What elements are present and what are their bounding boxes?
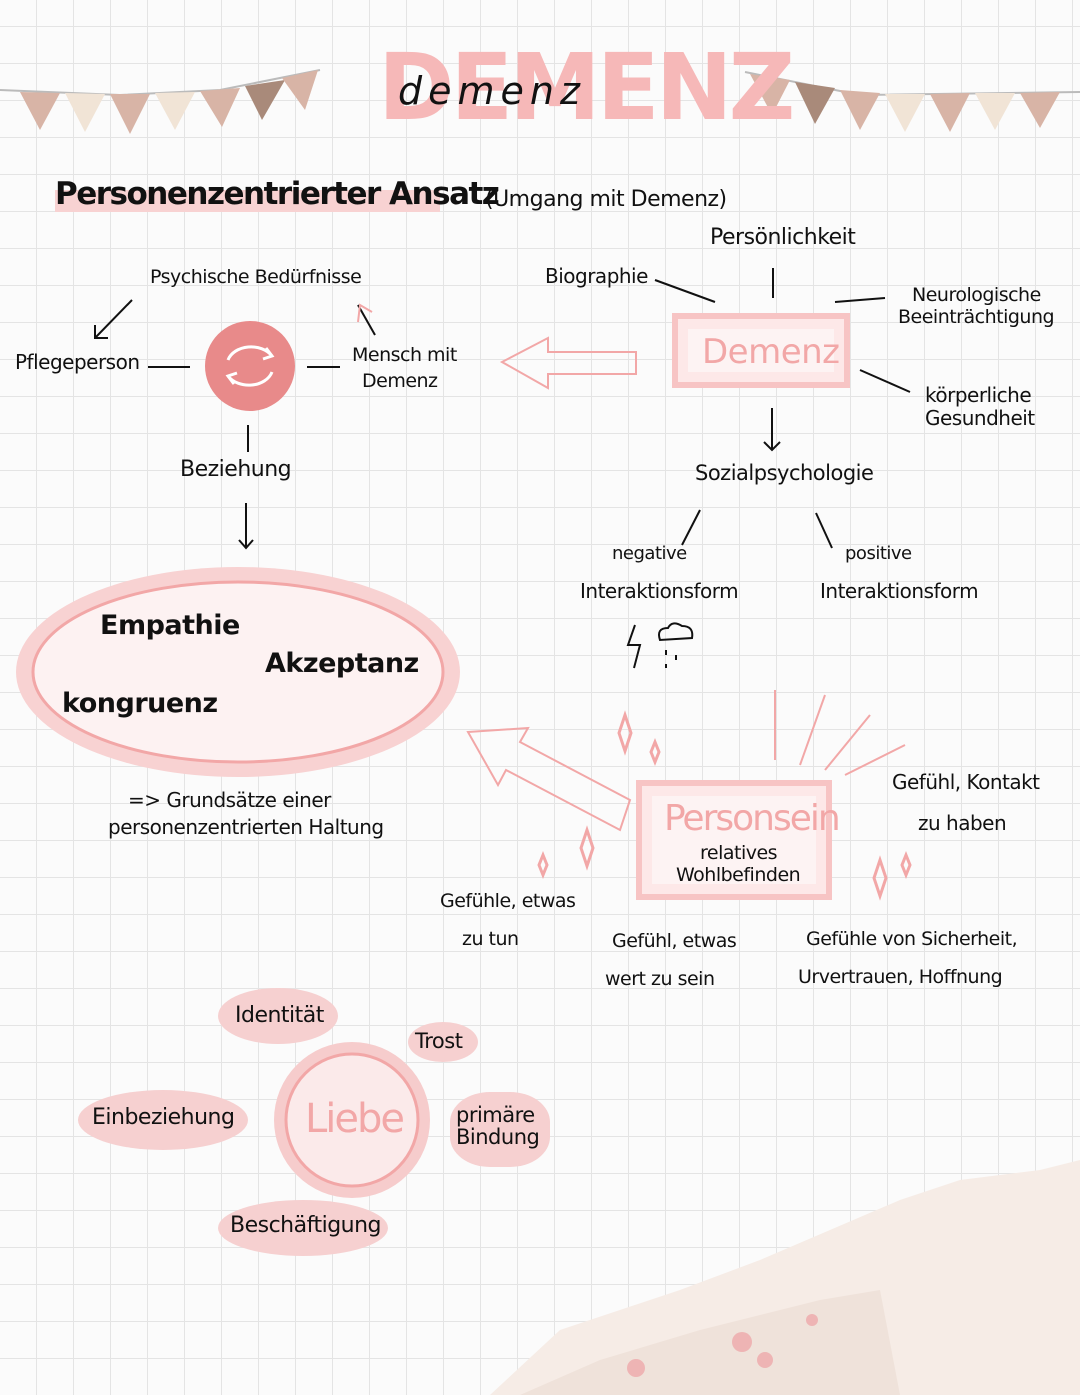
label-negative-interaktionsform: Interaktionsform [580, 579, 739, 603]
page-title: Personenzentrierter Ansatz [55, 176, 500, 212]
label-neurologische: Neurologische [912, 284, 1041, 306]
liebe-item-primaere-bindung: primäre Bindung [456, 1103, 540, 1150]
demenz-box-label: Demenz [702, 332, 840, 372]
need-tun-2: zu tun [462, 928, 519, 950]
label-gesundheit: Gesundheit [925, 406, 1035, 430]
liebe-item-einbeziehung: Einbeziehung [92, 1105, 235, 1130]
label-beeintraechtigung: Beeinträchtigung [898, 306, 1055, 328]
arrow-up-left-icon [466, 726, 632, 832]
ellipse-item-akzeptanz: Akzeptanz [265, 648, 419, 679]
ellipse-item-empathie: Empathie [100, 610, 240, 641]
torn-paper [490, 1160, 1080, 1395]
liebe-item-trost: Trost [415, 1029, 463, 1053]
note-line2: personenzentrierten Haltung [108, 815, 384, 839]
label-positive: positive [845, 543, 912, 564]
personsein-sub1: relatives [700, 842, 778, 864]
sync-icon [225, 345, 275, 387]
need-sicherheit-1: Gefühle von Sicherheit, [806, 928, 1018, 950]
label-biographie: Biographie [545, 264, 648, 288]
label-demenz: Demenz [362, 370, 438, 392]
personsein-title: Personsein [664, 798, 841, 839]
arrow-left-icon [499, 336, 637, 390]
bunting-left [0, 69, 321, 134]
need-tun-1: Gefühle, etwas [440, 890, 576, 912]
label-persoenlichkeit: Persönlichkeit [710, 225, 856, 250]
flower-decorations [627, 1314, 818, 1377]
liebe-item-beschaeftigung: Beschäftigung [230, 1213, 382, 1238]
liebe-item-identitaet: Identität [235, 1003, 324, 1028]
circle-node [205, 321, 295, 411]
ellipse-item-kongruenz: kongruenz [62, 688, 218, 719]
need-wert-2: wert zu sein [605, 968, 715, 990]
weather-storm-icon [626, 622, 694, 669]
label-koerperliche: körperliche [925, 383, 1032, 407]
label-mensch-mit: Mensch mit [352, 344, 457, 366]
label-positive-interaktionsform: Interaktionsform [820, 579, 979, 603]
personsein-sub2: Wohlbefinden [676, 864, 801, 886]
label-beziehung: Beziehung [180, 457, 292, 482]
liebe-center: Liebe [305, 1096, 405, 1142]
banner-title-block: DEMENZ [378, 34, 795, 141]
banner-title-script: demenz [398, 69, 586, 113]
note-line1: => Grundsätze einer [128, 788, 331, 812]
demenz-box: Demenz [672, 313, 850, 388]
label-sozialpsychologie: Sozialpsychologie [695, 461, 874, 485]
need-kontakt-2: zu haben [918, 811, 1007, 835]
need-sicherheit-2: Urvertrauen, Hoffnung [798, 966, 1003, 988]
need-kontakt-1: Gefühl, Kontakt [892, 770, 1040, 794]
page-subtitle: (Umgang mit Demenz) [485, 187, 727, 212]
label-psychische-beduerfnisse: Psychische Bedürfnisse [150, 266, 362, 288]
sparkle-icons [537, 710, 912, 901]
label-negative: negative [612, 543, 687, 564]
pink-arrows [357, 303, 906, 832]
personsein-box: Personsein relatives Wohlbefinden [636, 780, 841, 900]
label-pflegeperson: Pflegeperson [15, 350, 140, 374]
bunting-right [744, 71, 1080, 132]
need-wert-1: Gefühl, etwas [612, 930, 737, 952]
